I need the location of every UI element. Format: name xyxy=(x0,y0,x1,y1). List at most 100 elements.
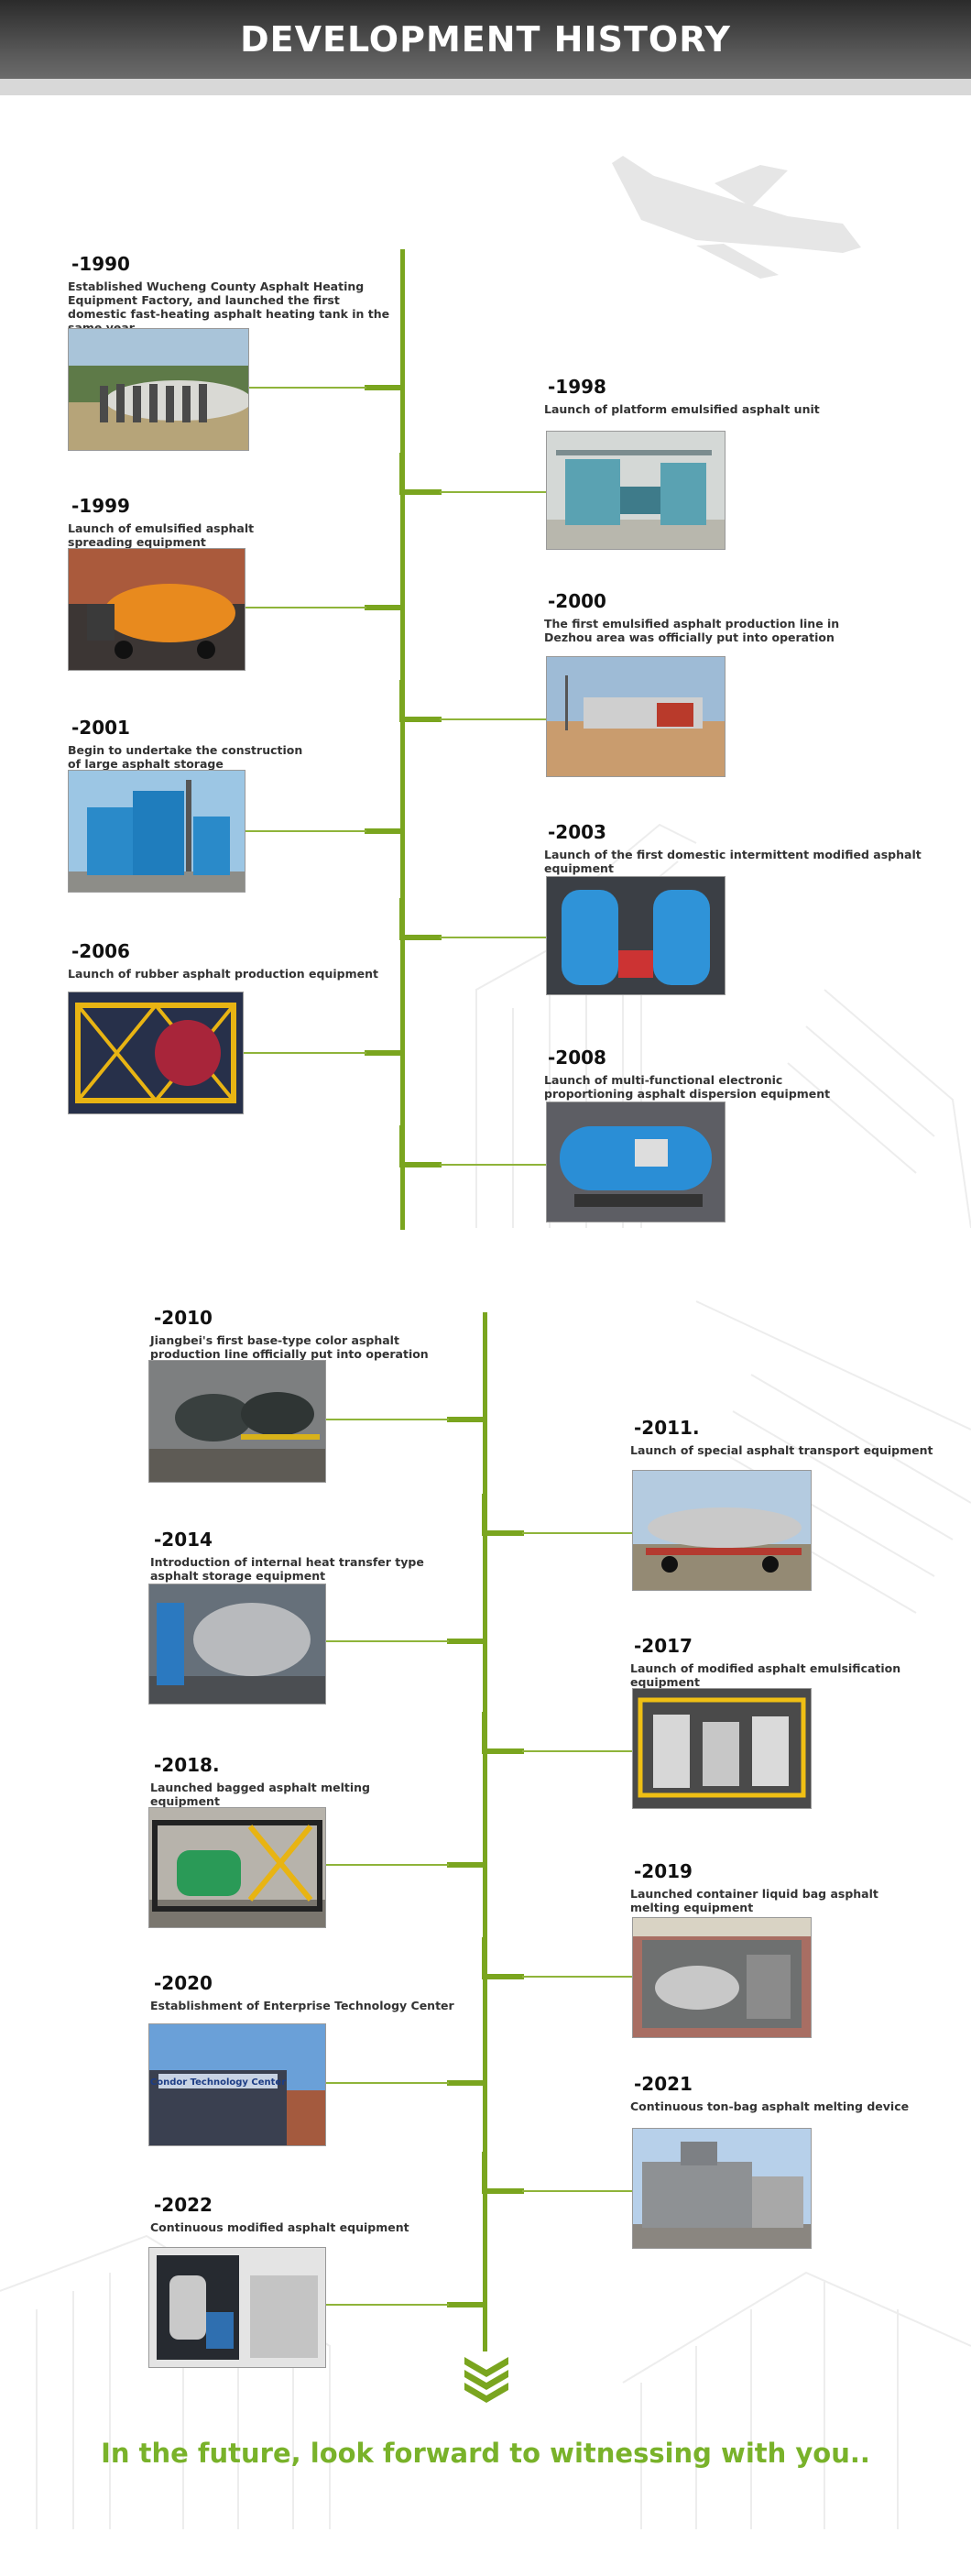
branch-tick xyxy=(401,1014,405,1056)
timeline-entry-2022: -2022 Continuous modified asphalt equipm… xyxy=(150,2194,480,2240)
connector-line xyxy=(324,1419,449,1420)
branch-tick xyxy=(484,1825,487,1868)
entry-year: -2006 xyxy=(71,940,130,962)
branch-marker xyxy=(403,935,442,940)
connector-line xyxy=(522,1532,634,1534)
timeline-entry-2014: -2014 Introduction of internal heat tran… xyxy=(150,1529,443,1588)
timeline-entry-1999: -1999 Launch of emulsified asphalt sprea… xyxy=(68,495,269,554)
page-title: DEVELOPMENT HISTORY xyxy=(240,19,731,60)
branch-marker xyxy=(403,489,442,495)
entry-description: Launch of special asphalt transport equi… xyxy=(630,1443,933,1457)
transport-truck-photo xyxy=(632,1470,812,1591)
branch-tick xyxy=(484,1602,487,1644)
ton-bag-device-photo xyxy=(632,2128,812,2249)
connector-line xyxy=(244,1052,366,1054)
entry-year: -2010 xyxy=(154,1307,213,1329)
connector-line xyxy=(440,491,546,493)
modified-asphalt-photo xyxy=(148,2247,326,2368)
entry-year: -1999 xyxy=(71,495,130,517)
connector-line xyxy=(324,1640,449,1642)
branch-tick xyxy=(484,1380,487,1422)
entry-year: -2017 xyxy=(634,1635,693,1657)
airplane-icon xyxy=(612,156,861,279)
dispersion-equipment-photo xyxy=(546,1102,726,1222)
entry-year: -2000 xyxy=(548,590,606,612)
branch-marker xyxy=(403,1162,442,1167)
timeline-entry-2020: -2020 Establishment of Enterprise Techno… xyxy=(150,1972,480,2018)
timeline-entry-2008: -2008 Launch of multi-functional electro… xyxy=(544,1047,856,1106)
header-strip xyxy=(0,79,971,95)
timeline-entry-2019: -2019 Launched container liquid bag asph… xyxy=(630,1860,923,1920)
timeline-entry-2017: -2017 Launch of modified asphalt emulsif… xyxy=(630,1635,923,1694)
emulsification-container-photo xyxy=(632,1688,812,1809)
entry-year: -2003 xyxy=(548,821,606,843)
technology-center-photo: Condor Technology Center xyxy=(148,2023,326,2146)
platform-unit-photo xyxy=(546,431,726,550)
factory-yard-photo xyxy=(546,656,726,777)
timeline-entry-1998: -1998 Launch of platform emulsified asph… xyxy=(544,376,966,422)
timeline-entry-2001: -2001 Begin to undertake the constructio… xyxy=(68,717,315,776)
branch-tick xyxy=(401,346,405,389)
header-bar: DEVELOPMENT HISTORY xyxy=(0,0,971,79)
production-line-photo xyxy=(148,1360,326,1483)
branch-tick xyxy=(399,680,403,722)
connector-line xyxy=(324,2304,449,2306)
timeline-entry-2006: -2006 Launch of rubber asphalt productio… xyxy=(68,940,398,986)
entry-description: The first emulsified asphalt production … xyxy=(544,617,840,644)
entry-description: Launch of emulsified asphalt spreading e… xyxy=(68,521,255,549)
branch-marker xyxy=(447,1639,486,1644)
entry-description: Continuous modified asphalt equipment xyxy=(150,2220,409,2234)
entry-year: -2021 xyxy=(634,2073,693,2095)
branch-tick xyxy=(401,792,405,834)
entry-description: Launch of platform emulsified asphalt un… xyxy=(544,402,820,416)
entry-year: -2011. xyxy=(634,1417,700,1439)
modified-equipment-photo xyxy=(546,876,726,995)
branch-marker xyxy=(447,1417,486,1422)
entry-description: Launched container liquid bag asphalt me… xyxy=(630,1887,878,1914)
connector-line xyxy=(324,2082,449,2084)
connector-line xyxy=(440,718,546,720)
rubber-equipment-photo xyxy=(68,992,244,1114)
entry-year: -2001 xyxy=(71,717,130,739)
entry-description: Begin to undertake the construction of l… xyxy=(68,743,303,771)
branch-tick xyxy=(399,898,403,940)
branch-marker xyxy=(365,1050,403,1056)
connector-line xyxy=(440,1164,546,1166)
entry-description: Continuous ton-bag asphalt melting devic… xyxy=(630,2099,910,2113)
branch-marker xyxy=(447,2080,486,2086)
entry-description: Established Wucheng County Asphalt Heati… xyxy=(68,280,390,334)
entry-description: Launch of the first domestic intermitten… xyxy=(544,848,922,875)
branch-marker xyxy=(403,717,442,722)
connector-line xyxy=(522,1750,634,1752)
branch-tick xyxy=(482,1712,486,1754)
tank-workers-photo xyxy=(68,328,249,451)
entry-year: -2018. xyxy=(154,1754,220,1776)
branch-marker xyxy=(486,1748,524,1754)
connector-line xyxy=(522,2190,634,2192)
branch-marker xyxy=(486,1530,524,1536)
branch-marker xyxy=(447,2302,486,2307)
entry-description: Launched bagged asphalt melting equipmen… xyxy=(150,1781,371,1808)
timeline-entry-2003: -2003 Launch of the first domestic inter… xyxy=(544,821,971,881)
connector-line xyxy=(324,1864,449,1866)
entry-year: -2014 xyxy=(154,1529,213,1551)
branch-tick xyxy=(484,2044,487,2086)
entry-description: Launch of modified asphalt emulsificatio… xyxy=(630,1661,901,1689)
timeline-entry-2000: -2000 The first emulsified asphalt produ… xyxy=(544,590,856,650)
entry-year: -2008 xyxy=(548,1047,606,1069)
branch-marker xyxy=(365,828,403,834)
branch-tick xyxy=(399,453,403,495)
branch-tick xyxy=(401,568,405,610)
connector-line xyxy=(522,1976,634,1978)
branch-marker xyxy=(365,385,403,390)
branch-marker xyxy=(447,1862,486,1868)
branch-tick xyxy=(484,2265,487,2307)
connector-line xyxy=(244,830,366,832)
entry-year: -2019 xyxy=(634,1860,693,1882)
connector-line xyxy=(247,387,366,389)
building-sign-text: Condor Technology Center xyxy=(150,2077,286,2088)
timeline-entry-2021: -2021 Continuous ton-bag asphalt melting… xyxy=(630,2073,971,2119)
storage-tanks-photo xyxy=(68,770,245,893)
entry-description: Establishment of Enterprise Technology C… xyxy=(150,1999,454,2012)
timeline-entry-2011: -2011. Launch of special asphalt transpo… xyxy=(630,1417,971,1463)
